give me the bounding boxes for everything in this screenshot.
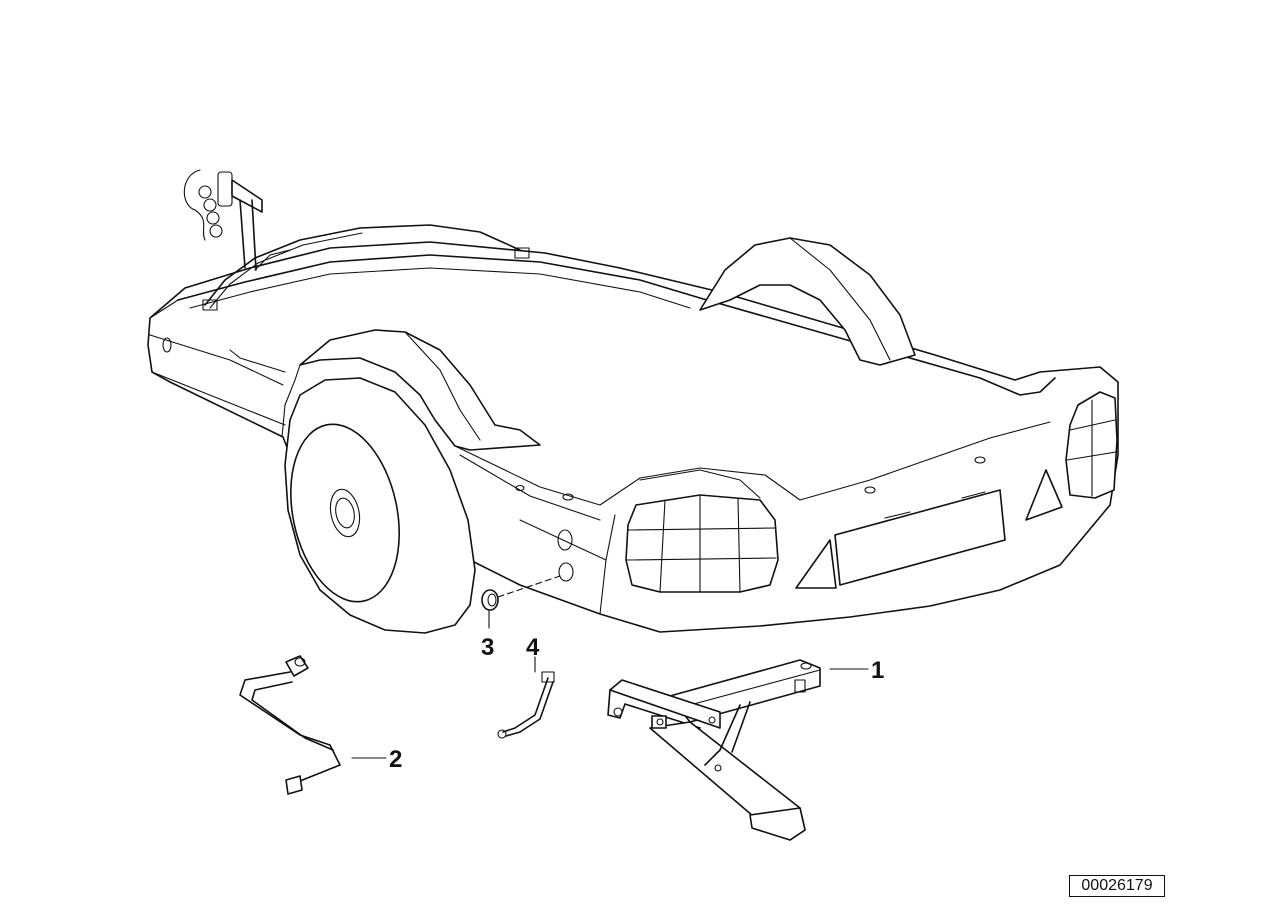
part-clip	[497, 656, 555, 739]
part-wheel-wrench	[239, 655, 341, 795]
callout-4: 4	[526, 634, 540, 661]
tail-light-right	[1065, 391, 1118, 499]
reference-number: 00026179	[1069, 875, 1165, 897]
callout-1: 1	[871, 657, 884, 684]
fender-left	[281, 329, 541, 451]
trailer-wheel	[284, 377, 476, 634]
fender-right	[699, 237, 916, 366]
licence-plate-recess	[834, 489, 1006, 586]
callout-3: 3	[481, 634, 494, 661]
part-spare-wheel-bracket	[607, 659, 821, 841]
reflector-triangles	[795, 469, 1063, 589]
callout-leaders	[351, 668, 869, 759]
part-grommet	[481, 575, 561, 629]
tail-light-left	[625, 469, 779, 593]
drawbar-and-cable	[183, 169, 530, 311]
callout-2: 2	[389, 746, 402, 773]
